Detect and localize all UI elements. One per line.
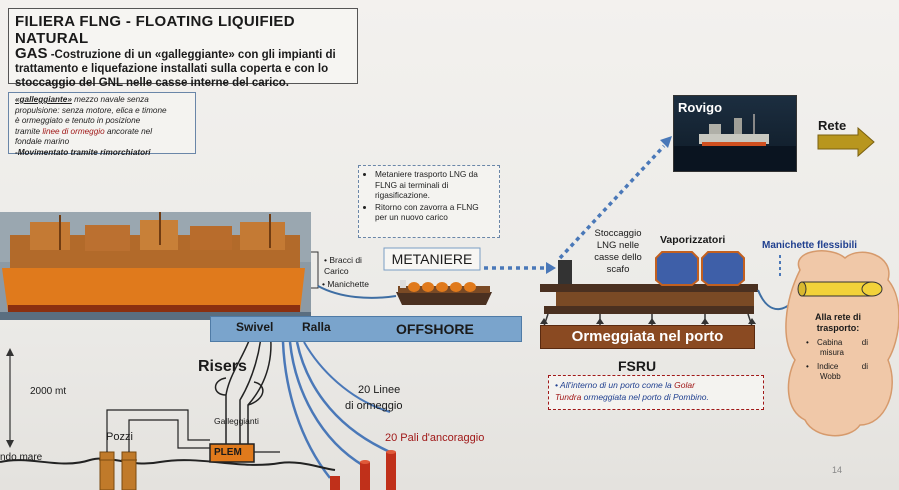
- definition-line5: fondale marino: [15, 137, 70, 146]
- galleggianti-label: Galleggianti: [214, 416, 259, 426]
- title-line3: trattamento e liquefazione installati su…: [15, 63, 329, 75]
- metaniere-label: METANIERE: [391, 251, 473, 267]
- ormeggio-label: di ormeggio: [345, 400, 403, 412]
- definition-line4b: ancorate nel: [104, 126, 153, 136]
- definition-term: «galleggiante»: [15, 95, 72, 104]
- title-gas: GAS: [15, 45, 48, 62]
- pali-label: 20 Pali d'ancoraggio: [385, 432, 485, 444]
- rovigo-label: Rovigo: [678, 100, 723, 115]
- definition-line1: mezzo navale senza: [71, 95, 149, 104]
- page-number: 14: [832, 465, 843, 475]
- seabed-line: [0, 457, 336, 471]
- definition-line6: -Movimentato tramite rimorchiatori: [15, 147, 151, 157]
- pozzi-label: Pozzi: [106, 431, 133, 443]
- swivel-label: Swivel: [236, 320, 274, 334]
- offshore-band: [210, 316, 522, 342]
- metaniere-note-item2: Ritorno con zavorra a FLNG per un nuovo …: [375, 202, 493, 223]
- seabed-label: ndo mare: [0, 452, 43, 463]
- ormeggiata-label: Ormeggiata nel porto: [540, 325, 755, 349]
- title-line2: -Costruzione di un «galleggiante» con gl…: [50, 49, 336, 61]
- offshore-label: OFFSHORE: [396, 321, 474, 337]
- linee-label: 20 Linee: [358, 384, 401, 396]
- metaniere-note-item1: Metaniere trasporto LNG da FLNG ai termi…: [375, 169, 493, 201]
- arrow-to-rovigo: [558, 144, 666, 260]
- rete-label: Rete: [818, 118, 847, 133]
- definition-line2: propulsione: senza motore, elica e timon…: [15, 105, 167, 115]
- ralla-label: Ralla: [302, 320, 331, 334]
- title-line1: FILIERA FLNG - FLOATING LIQUIFIED NATURA…: [15, 13, 295, 47]
- fsru-vessel: [540, 251, 758, 327]
- title-box: FILIERA FLNG - FLOATING LIQUIFIED NATURA…: [8, 8, 358, 89]
- fsru-label: FSRU: [618, 358, 657, 374]
- plem-box: [209, 443, 255, 463]
- metaniere-note-box: Metaniere trasporto LNG da FLNG ai termi…: [358, 165, 500, 238]
- definition-box: «galleggiante» mezzo navale senza propul…: [8, 92, 196, 157]
- bracci-label: • Bracci di Carico: [324, 255, 362, 276]
- definition-line3: è ormeggiato e tenuto in posizione: [15, 116, 141, 125]
- definition-line4-red: linee di ormeggio: [42, 126, 105, 136]
- depth-label: 2000 mt: [30, 386, 67, 397]
- network-cloud: [785, 250, 899, 437]
- metaniera-ship: [396, 280, 492, 305]
- manichette-flessibili-label: Manichette flessibili: [762, 240, 858, 251]
- vaporizzatori-label: Vaporizzatori: [660, 234, 726, 246]
- risers-label: Risers: [198, 358, 247, 375]
- plem-label: PLEM: [214, 447, 242, 458]
- manichette-label: • Manichette: [322, 279, 369, 289]
- rete-arrow-icon: [817, 126, 875, 158]
- flng-hull: [2, 268, 305, 312]
- title-line4: stoccaggio del GNL nelle casse interne d…: [15, 77, 289, 89]
- definition-line4a: tramite: [15, 126, 43, 136]
- rovigo-photo: [673, 95, 797, 172]
